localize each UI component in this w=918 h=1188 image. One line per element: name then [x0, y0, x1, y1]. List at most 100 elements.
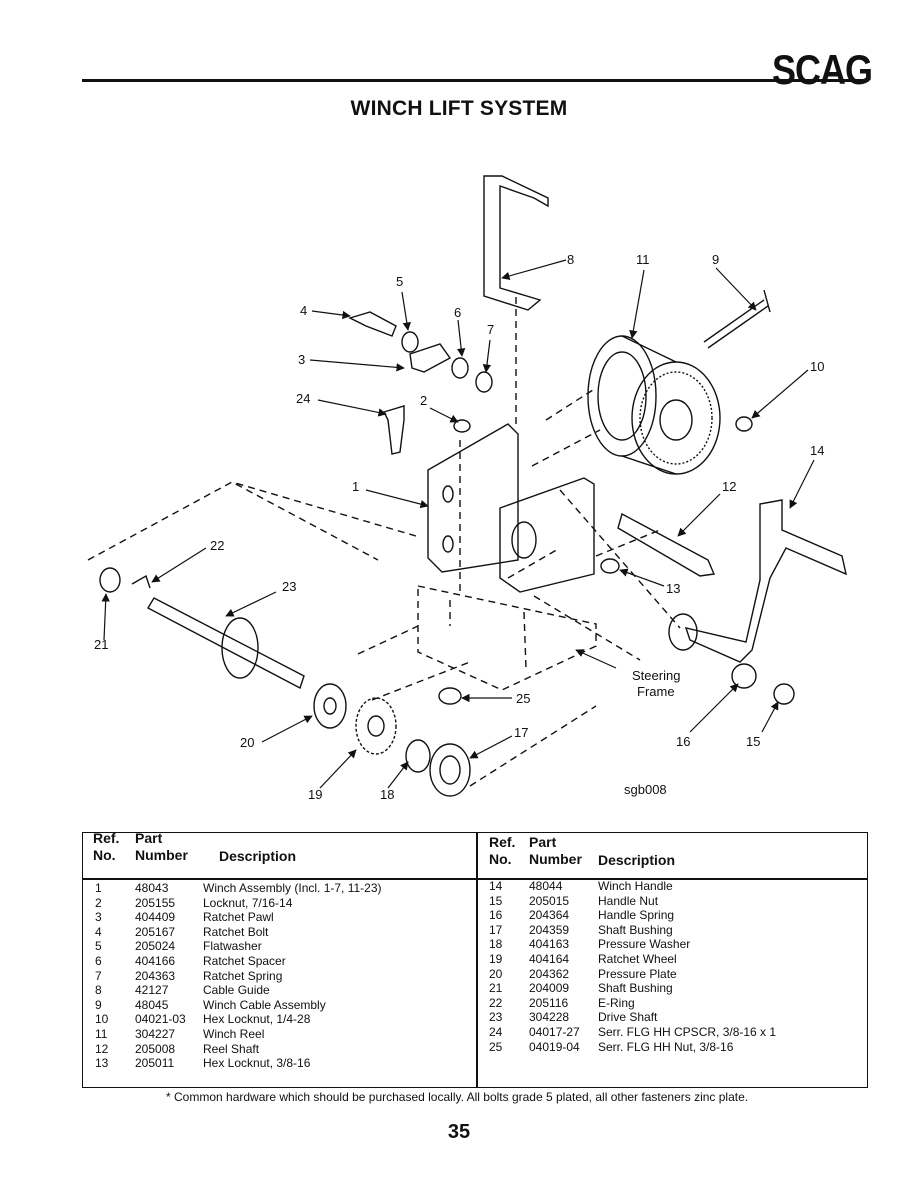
left-row-ref: 5 — [95, 939, 102, 954]
callout-25: 25 — [516, 691, 530, 706]
callout-7: 7 — [487, 322, 494, 337]
callout-4: 4 — [300, 303, 307, 318]
right-row-ref: 25 — [489, 1039, 503, 1054]
left-row-desc: Ratchet Spacer — [203, 953, 286, 968]
brand-logo: SCAG — [772, 46, 873, 94]
callout-leaders — [101, 259, 815, 789]
drive-shaft-part — [99, 567, 305, 690]
callout-15: 15 — [746, 734, 760, 749]
left-row-desc: Ratchet Bolt — [203, 924, 269, 939]
left-row-desc: Winch Cable Assembly — [203, 997, 326, 1012]
callout-labels: 1 2 3 4 5 6 7 8 9 10 11 12 13 14 15 16 1… — [94, 252, 824, 802]
table-header-rule — [83, 878, 867, 880]
right-row-desc: Pressure Washer — [598, 937, 691, 952]
pressure-parts — [313, 683, 471, 797]
winch-handle-part — [668, 499, 847, 663]
right-row-part: 404164 — [529, 951, 570, 966]
callout-13: 13 — [666, 581, 680, 596]
footnote: * Common hardware which should be purcha… — [166, 1090, 749, 1104]
left-row-ref: 7 — [95, 968, 102, 983]
right-row-ref: 23 — [489, 1010, 503, 1025]
right-header-ref: Ref. No. — [489, 834, 515, 868]
left-row-part: 205167 — [135, 924, 176, 939]
right-row-part: 204009 — [529, 981, 570, 996]
callout-10: 10 — [810, 359, 824, 374]
right-row-desc: Winch Handle — [598, 879, 673, 893]
left-row-part: 48045 — [135, 997, 169, 1012]
left-row-ref: 2 — [95, 895, 102, 910]
header-ref-line2: No. — [489, 851, 512, 867]
right-row-part: 04019-04 — [529, 1039, 580, 1054]
left-row-ref: 6 — [95, 953, 102, 968]
right-row-part: 04017-27 — [529, 1024, 580, 1039]
callout-6: 6 — [454, 305, 461, 320]
callout-21: 21 — [94, 637, 108, 652]
right-row-ref: 18 — [489, 937, 503, 952]
right-row-part: 204362 — [529, 966, 570, 981]
header-ref-line1: Ref. — [93, 830, 120, 846]
callout-8: 8 — [567, 252, 574, 267]
callout-16: 16 — [676, 734, 690, 749]
right-row-ref: 15 — [489, 893, 503, 908]
right-row-desc: Ratchet Wheel — [598, 951, 677, 966]
right-row-part: 204364 — [529, 908, 570, 923]
right-row-part: 304228 — [529, 1010, 570, 1025]
left-row-desc: Hex Locknut, 1/4-28 — [203, 1012, 311, 1027]
hardware-parts — [348, 311, 795, 705]
left-row-ref: 13 — [95, 1056, 109, 1071]
figure-code: sgb008 — [624, 782, 667, 797]
callout-24: 24 — [296, 391, 310, 406]
left-row-ref: 8 — [95, 983, 102, 998]
right-row-ref: 24 — [489, 1024, 503, 1039]
reel-shaft-part — [617, 512, 716, 577]
left-row-part: 205011 — [135, 1056, 175, 1071]
left-row-part: 04021-03 — [135, 1012, 186, 1027]
left-description-column: Winch Assembly (Incl. 1-7, 11-23)Locknut… — [203, 881, 382, 1071]
left-row-desc: Ratchet Spring — [203, 968, 283, 983]
right-row-desc: E-Ring — [598, 995, 635, 1010]
left-row-ref: 12 — [95, 1041, 109, 1056]
callout-14: 14 — [810, 443, 824, 458]
right-row-desc: Serr. FLG HH CPSCR, 3/8-16 x 1 — [598, 1024, 777, 1039]
steering-frame-outline — [87, 292, 681, 787]
callout-17: 17 — [514, 725, 528, 740]
right-row-ref: 17 — [489, 922, 503, 937]
callout-11: 11 — [636, 252, 650, 267]
right-header-part: Part Number — [529, 834, 582, 868]
header-part-line2: Number — [135, 847, 188, 863]
callout-2: 2 — [420, 393, 427, 408]
table-column-divider — [476, 833, 478, 1087]
right-row-desc: Shaft Bushing — [598, 981, 673, 996]
right-row-desc: Shaft Bushing — [598, 922, 673, 937]
header-ref-line1: Ref. — [489, 834, 516, 850]
left-row-ref: 4 — [95, 924, 102, 939]
right-row-desc: Serr. FLG HH Nut, 3/8-16 — [598, 1039, 734, 1054]
left-header-description: Description — [219, 848, 297, 864]
side-plate-part — [427, 423, 595, 593]
right-row-ref: 19 — [489, 951, 503, 966]
right-row-ref: 16 — [489, 908, 503, 923]
header-part-line1: Part — [135, 830, 163, 846]
right-row-ref: 21 — [489, 981, 503, 996]
callout-5: 5 — [396, 274, 403, 289]
callout-19: 19 — [308, 787, 322, 802]
callout-20: 20 — [240, 735, 254, 750]
right-row-desc: Handle Nut — [598, 893, 659, 908]
cable-guide-part — [483, 175, 549, 311]
right-row-desc: Drive Shaft — [598, 1010, 658, 1025]
left-row-ref: 3 — [95, 910, 102, 925]
left-row-ref: 1 — [95, 881, 102, 895]
header-part-line1: Part — [529, 834, 557, 850]
left-row-desc: Reel Shaft — [203, 1041, 260, 1056]
right-row-ref: 20 — [489, 966, 503, 981]
right-row-part: 204359 — [529, 922, 570, 937]
callout-12: 12 — [722, 479, 736, 494]
left-row-ref: 9 — [95, 997, 102, 1012]
left-row-desc: Flatwasher — [203, 939, 262, 954]
callout-22: 22 — [210, 538, 224, 553]
left-row-desc: Locknut, 7/16-14 — [203, 895, 293, 910]
left-row-part: 205008 — [135, 1041, 176, 1056]
right-row-part: 48044 — [529, 879, 563, 893]
